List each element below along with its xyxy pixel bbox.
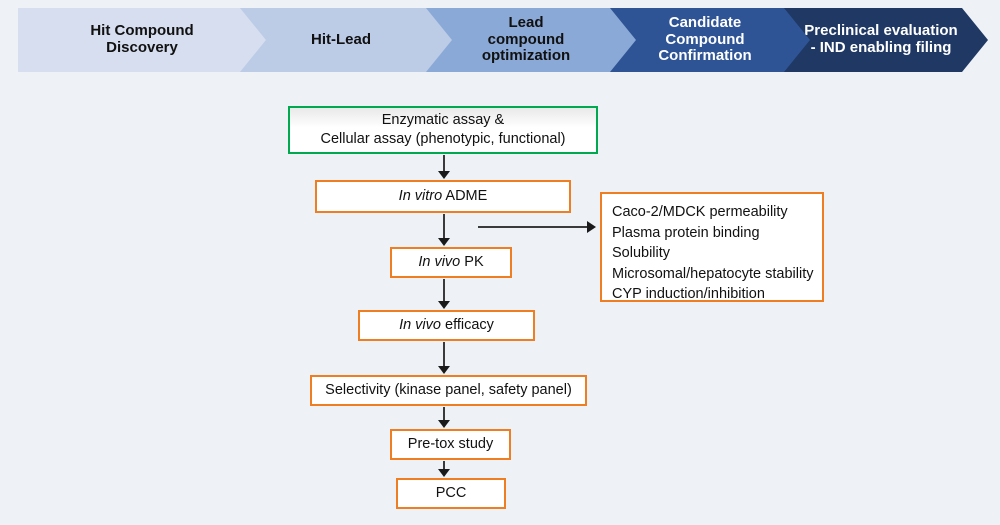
flow-box-assay[interactable]: Enzymatic assay &Cellular assay (phenoty… bbox=[288, 106, 598, 154]
flow-box-invitro_adme[interactable]: In vitro ADME bbox=[315, 180, 571, 213]
arrow-shaft bbox=[443, 279, 445, 302]
flow-box-invivo_pk[interactable]: In vivo PK bbox=[390, 247, 512, 278]
arrow-head bbox=[587, 221, 596, 233]
arrow-shaft bbox=[443, 461, 445, 470]
arrow-shaft bbox=[443, 214, 445, 239]
flow-box-label: In vitro ADME bbox=[398, 188, 488, 205]
arrow-shaft bbox=[478, 226, 588, 228]
list-item: Caco-2/MDCK permeability bbox=[612, 204, 788, 220]
flow-box-label: PCC bbox=[435, 485, 467, 502]
arrow-head bbox=[438, 238, 450, 246]
flow-box-invivo_efficacy[interactable]: In vivo efficacy bbox=[358, 310, 535, 341]
flow-box-selectivity[interactable]: Selectivity (kinase panel, safety panel) bbox=[310, 375, 587, 406]
stage-chevron-2[interactable]: Hit-Lead bbox=[230, 8, 452, 72]
arrow-pretox-to-pcc bbox=[438, 461, 450, 477]
arrow-pk-to-efficacy bbox=[438, 279, 450, 309]
flow-box-label: Selectivity (kinase panel, safety panel) bbox=[325, 382, 572, 399]
flow-box-pretox[interactable]: Pre-tox study bbox=[390, 429, 511, 460]
stage-chevron-label: Hit-Lead bbox=[311, 30, 371, 48]
arrow-adme-to-detail-list bbox=[478, 221, 596, 233]
arrow-head bbox=[438, 420, 450, 428]
flow-box-label: In vivo PK bbox=[418, 254, 484, 271]
flow-box-label: Pre-tox study bbox=[407, 436, 494, 453]
stage-chevron-label: Preclinical evaluation- IND enabling fil… bbox=[804, 22, 958, 56]
flow-box-pcc[interactable]: PCC bbox=[396, 478, 506, 509]
arrow-head bbox=[438, 171, 450, 179]
arrow-head bbox=[438, 469, 450, 477]
arrow-head bbox=[438, 366, 450, 374]
arrow-shaft bbox=[443, 342, 445, 367]
flow-box-label: Enzymatic assay &Cellular assay (phenoty… bbox=[320, 112, 566, 147]
arrow-shaft bbox=[443, 407, 445, 421]
arrow-shaft bbox=[443, 155, 445, 172]
arrow-efficacy-to-selectivity bbox=[438, 342, 450, 374]
list-item: CYP induction/inhibition bbox=[612, 286, 765, 303]
arrow-adme-to-pk bbox=[438, 214, 450, 246]
arrow-assay-to-adme bbox=[438, 155, 450, 179]
list-item: Microsomal/hepatocyte stability bbox=[612, 265, 814, 282]
arrow-selectivity-to-pretox bbox=[438, 407, 450, 428]
list-item: Plasma protein binding bbox=[612, 224, 760, 241]
arrow-head bbox=[438, 301, 450, 309]
list-item: Solubility bbox=[612, 245, 671, 262]
flow-box-label: In vivo efficacy bbox=[399, 317, 494, 334]
